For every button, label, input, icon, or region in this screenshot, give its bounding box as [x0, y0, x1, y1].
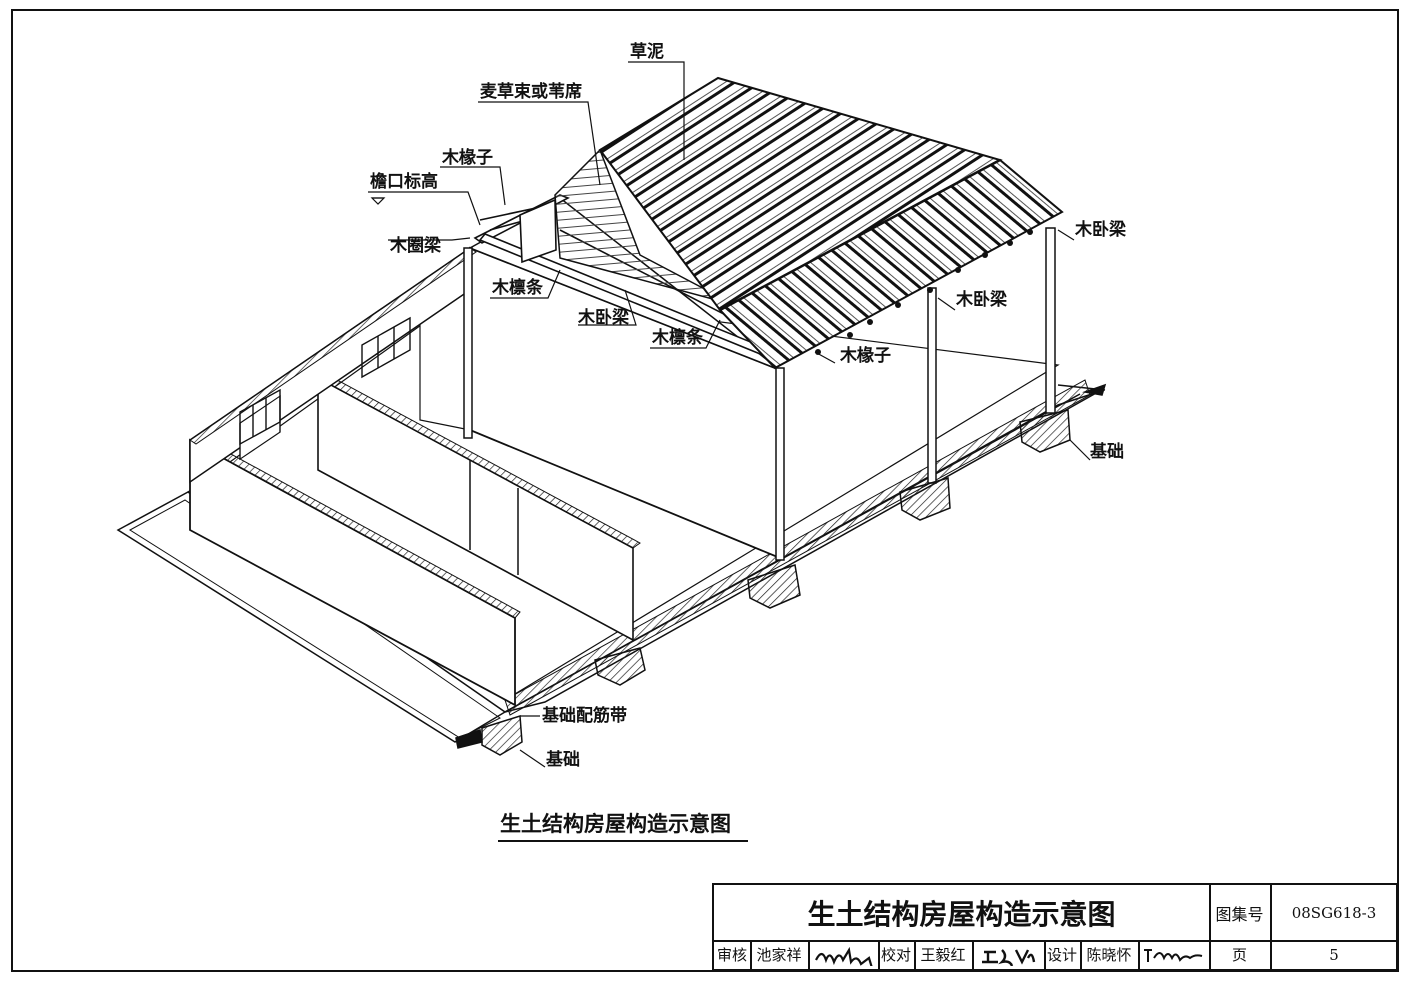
label-purlin-right: 木檩条 [652, 328, 703, 348]
label-straw-mud: 草泥 [630, 42, 664, 62]
page-number: 5 [1329, 945, 1339, 964]
label-footing-band: 基础配筋带 [542, 706, 627, 726]
tb-vline-2 [1270, 885, 1272, 969]
tb-vline-1 [1209, 885, 1211, 969]
label-beam-mid: 木卧梁 [956, 290, 1007, 310]
ground-hatch [504, 379, 1091, 716]
title-block: 生土结构房屋构造示意图 图集号 08SG618-3 审核 池家祥 校对 王毅红 … [712, 883, 1398, 971]
window-frames [239, 316, 411, 446]
tb-v-g [1080, 940, 1082, 969]
rafter-ends [815, 229, 1033, 355]
design-label: 设计 [1046, 946, 1077, 964]
tb-v-c [878, 940, 880, 969]
sheet-border [11, 9, 1399, 972]
tb-v-b [808, 940, 810, 969]
label-rafter-bottom: 木椽子 [840, 346, 891, 366]
straw-mat [554, 148, 736, 306]
roof-ridge [719, 158, 1001, 312]
label-straw-mat: 麦草束或苇席 [480, 82, 582, 102]
tb-v-h [1138, 940, 1140, 969]
reviewer-signature [808, 940, 878, 969]
label-eave-height: 檐口标高 [370, 172, 438, 192]
roof-framing [473, 194, 791, 363]
checker-signature-image [982, 948, 1036, 966]
label-ring-beam: 木圈梁 [390, 236, 441, 256]
label-foundation-right: 基础 [1090, 442, 1124, 462]
atlas-number: 08SG618-3 [1291, 903, 1377, 922]
label-foundation-bottom: 基础 [546, 750, 580, 770]
checker-name: 王毅红 [920, 946, 966, 964]
label-beam-right: 木卧梁 [1075, 220, 1126, 240]
designer-signature [1138, 940, 1209, 969]
tb-hline-right [1209, 940, 1396, 942]
title-block-title: 生土结构房屋构造示意图 [807, 897, 1116, 931]
designer-signature-image [1143, 948, 1202, 962]
check-label: 校对 [880, 946, 911, 964]
atlas-label: 图集号 [1215, 904, 1264, 924]
reviewer-signature-image [815, 946, 873, 966]
drawing-caption: 生土结构房屋构造示意图 [500, 812, 731, 836]
tb-v-a [750, 940, 752, 969]
label-rafter-top: 木椽子 [442, 148, 493, 168]
tb-v-e [972, 940, 974, 969]
page-label: 页 [1231, 946, 1247, 964]
reviewer-name: 池家祥 [756, 946, 802, 964]
earth-walls [188, 197, 1056, 707]
leader-lines [368, 61, 1091, 768]
elevation-mark [370, 197, 386, 205]
title-block-divider [714, 940, 1270, 942]
tb-v-d [914, 940, 916, 969]
tb-v-f [1044, 940, 1046, 969]
designer-name: 陈晓怀 [1086, 946, 1132, 964]
label-beam-front: 木卧梁 [578, 308, 629, 328]
label-purlin-left: 木檩条 [492, 278, 543, 298]
caption-underline [498, 840, 748, 842]
checker-signature [972, 940, 1044, 969]
foundations [455, 383, 1107, 756]
review-label: 审核 [716, 946, 747, 964]
